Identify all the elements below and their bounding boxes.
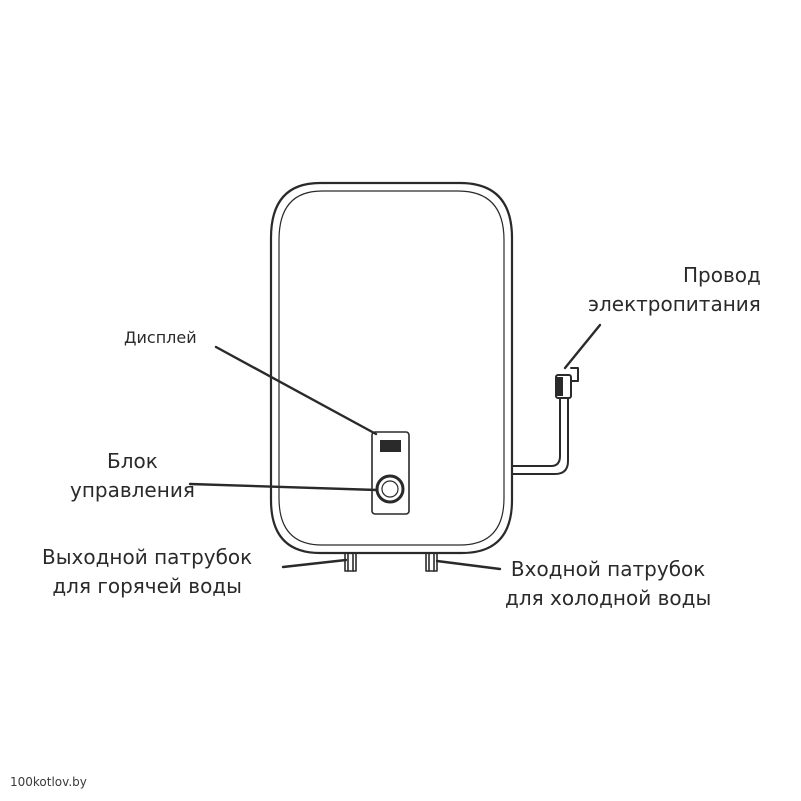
hot-outlet-label-line-2: для горячей воды (52, 574, 242, 598)
control-unit-label: Блок управления (70, 447, 195, 505)
control-knob (375, 474, 405, 504)
cold-water-inlet-pipe (425, 552, 438, 572)
display-label-text: Дисплей (124, 328, 197, 347)
cold-inlet-label-line-1: Входной патрубок (510, 557, 706, 581)
leader-display (214, 345, 378, 436)
control-unit-label-line-2: управления (70, 478, 195, 502)
control-unit-label-line-1: Блок (107, 449, 158, 473)
display-label: Дисплей (124, 326, 197, 350)
power-cord (511, 367, 579, 475)
cold-inlet-label-line-2: для холодной воды (505, 586, 712, 610)
control-panel (371, 431, 410, 515)
power-cord-label-line-2: электропитания (588, 292, 761, 316)
cold-inlet-label: Входной патрубок для холодной воды (505, 555, 711, 613)
hot-water-outlet-pipe (344, 552, 357, 572)
leader-lines (188, 323, 602, 571)
site-watermark: 100kotlov.by (10, 775, 87, 789)
display-screen (380, 440, 401, 452)
power-cord-label: Провод электропитания (588, 261, 761, 319)
power-cord-label-line-1: Провод (682, 263, 761, 287)
tank-body (269, 181, 514, 555)
hot-outlet-label: Выходной патрубок для горячей воды (42, 543, 252, 601)
leader-cold-inlet (435, 559, 502, 571)
leader-hot-outlet (281, 558, 348, 569)
leader-power-cord (563, 323, 602, 370)
hot-outlet-label-line-1: Выходной патрубок (42, 545, 253, 569)
leader-control-unit (188, 482, 379, 492)
